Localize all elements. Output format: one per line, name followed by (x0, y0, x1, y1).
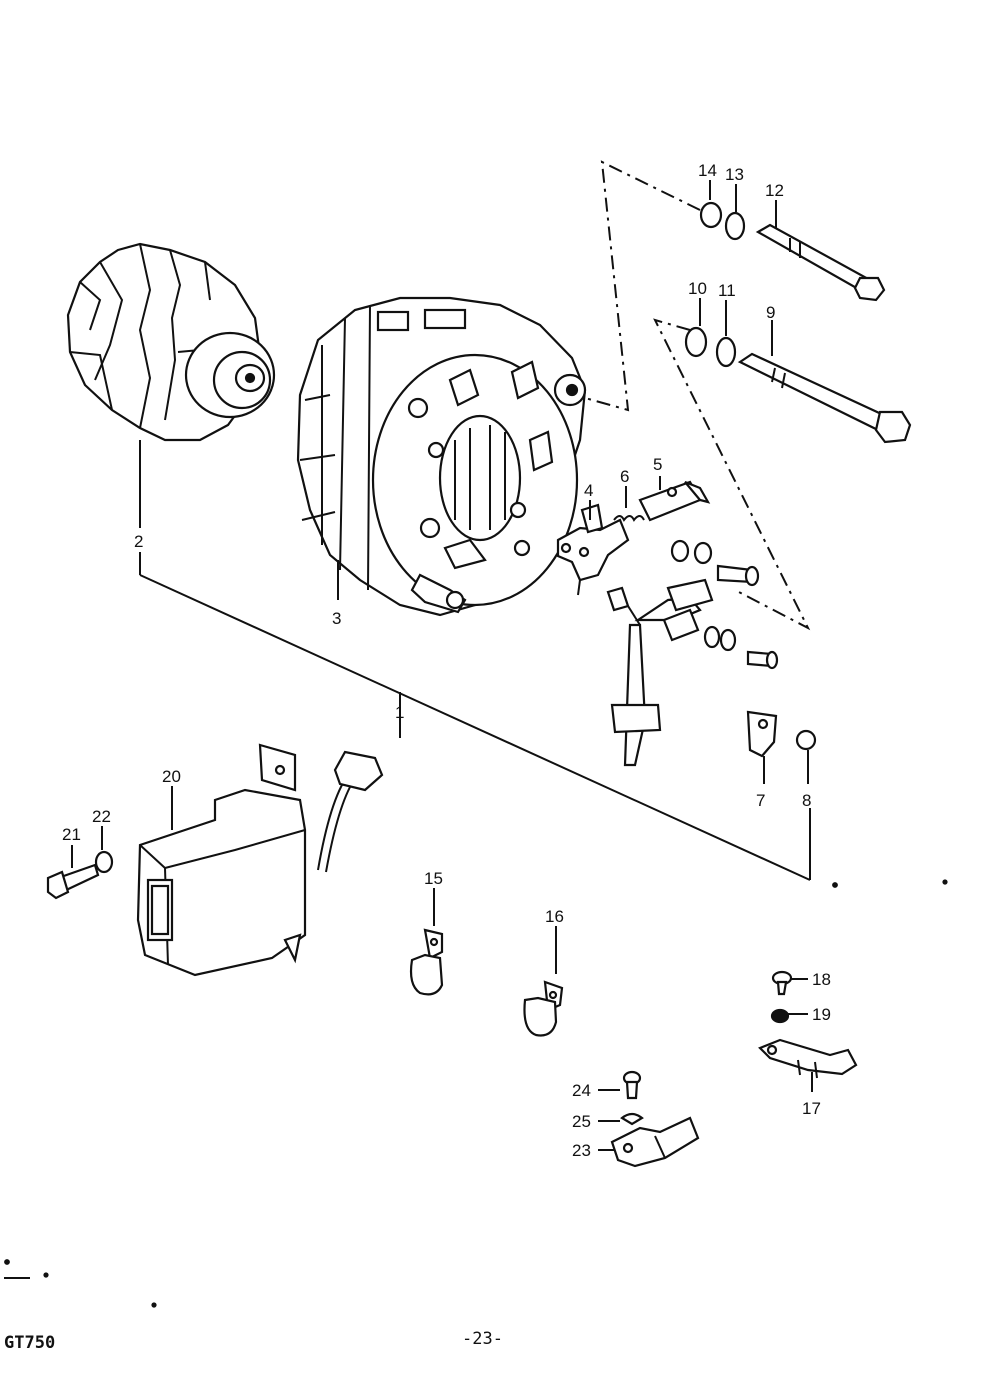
assembly-guide-line-upper (584, 160, 701, 412)
terminal-17 (758, 1038, 858, 1079)
stator-part (296, 296, 587, 617)
callout-21: 21 (62, 825, 81, 844)
callout-22: 22 (92, 807, 111, 826)
callout-11: 11 (718, 281, 736, 300)
brush-holder-part (556, 503, 630, 596)
bolt-9 (737, 352, 912, 444)
callout-23: 23 (572, 1141, 591, 1160)
callout-12: 12 (765, 181, 784, 200)
callout-20: 20 (162, 767, 181, 786)
callout-10: 10 (688, 279, 707, 298)
spring-6 (613, 515, 645, 522)
callout-2: 2 (134, 532, 143, 551)
callout-24: 24 (572, 1081, 591, 1100)
bolt-12 (755, 223, 886, 302)
callout-7: 7 (756, 791, 765, 810)
page-number: -23- (462, 1329, 503, 1349)
callout-13: 13 (725, 165, 744, 184)
callout-16: 16 (545, 907, 564, 926)
brush-screw (716, 564, 760, 587)
callout-8: 8 (802, 791, 811, 810)
washer-22 (94, 850, 114, 874)
bolt-21 (46, 863, 100, 900)
washer-10 (684, 326, 708, 358)
screw-24 (622, 1070, 642, 1100)
clamp-7 (746, 710, 778, 758)
rotor-part (66, 242, 276, 442)
clamp-16 (523, 980, 564, 1037)
brush-washer-a (670, 539, 690, 563)
brush-5 (638, 480, 711, 522)
speck-e (43, 1272, 49, 1278)
assembly-guide-line-lower (653, 318, 811, 631)
washer-13 (724, 211, 746, 241)
callout-15: 15 (424, 869, 443, 888)
washer-19 (770, 1008, 790, 1024)
speck-f (151, 1302, 157, 1308)
callout-25: 25 (572, 1112, 591, 1131)
regulator-part (136, 743, 384, 977)
washer-8 (795, 729, 817, 751)
callout-9: 9 (766, 303, 775, 322)
callout-1: 1 (395, 703, 404, 722)
leader-lines (71, 180, 813, 1151)
brush-washer-b (693, 541, 713, 565)
clamp-15 (409, 928, 444, 996)
terminal-lead-part (606, 578, 779, 767)
callout-18: 18 (812, 970, 831, 989)
washer-11 (715, 336, 737, 368)
callout-5: 5 (653, 455, 662, 474)
callout-14: 14 (698, 161, 717, 180)
callout-6: 6 (620, 467, 629, 486)
washer-25 (620, 1112, 644, 1126)
callout-4: 4 (584, 481, 593, 500)
speck-b (942, 879, 948, 885)
speck-c (4, 1259, 10, 1265)
washer-14 (699, 201, 723, 229)
model-label: GT750 (4, 1333, 55, 1353)
callout-17: 17 (802, 1099, 821, 1118)
callout-19: 19 (812, 1005, 831, 1024)
clamp-23 (610, 1116, 700, 1168)
screw-18 (771, 970, 793, 996)
callout-3: 3 (332, 609, 341, 628)
speck-a (832, 882, 838, 888)
